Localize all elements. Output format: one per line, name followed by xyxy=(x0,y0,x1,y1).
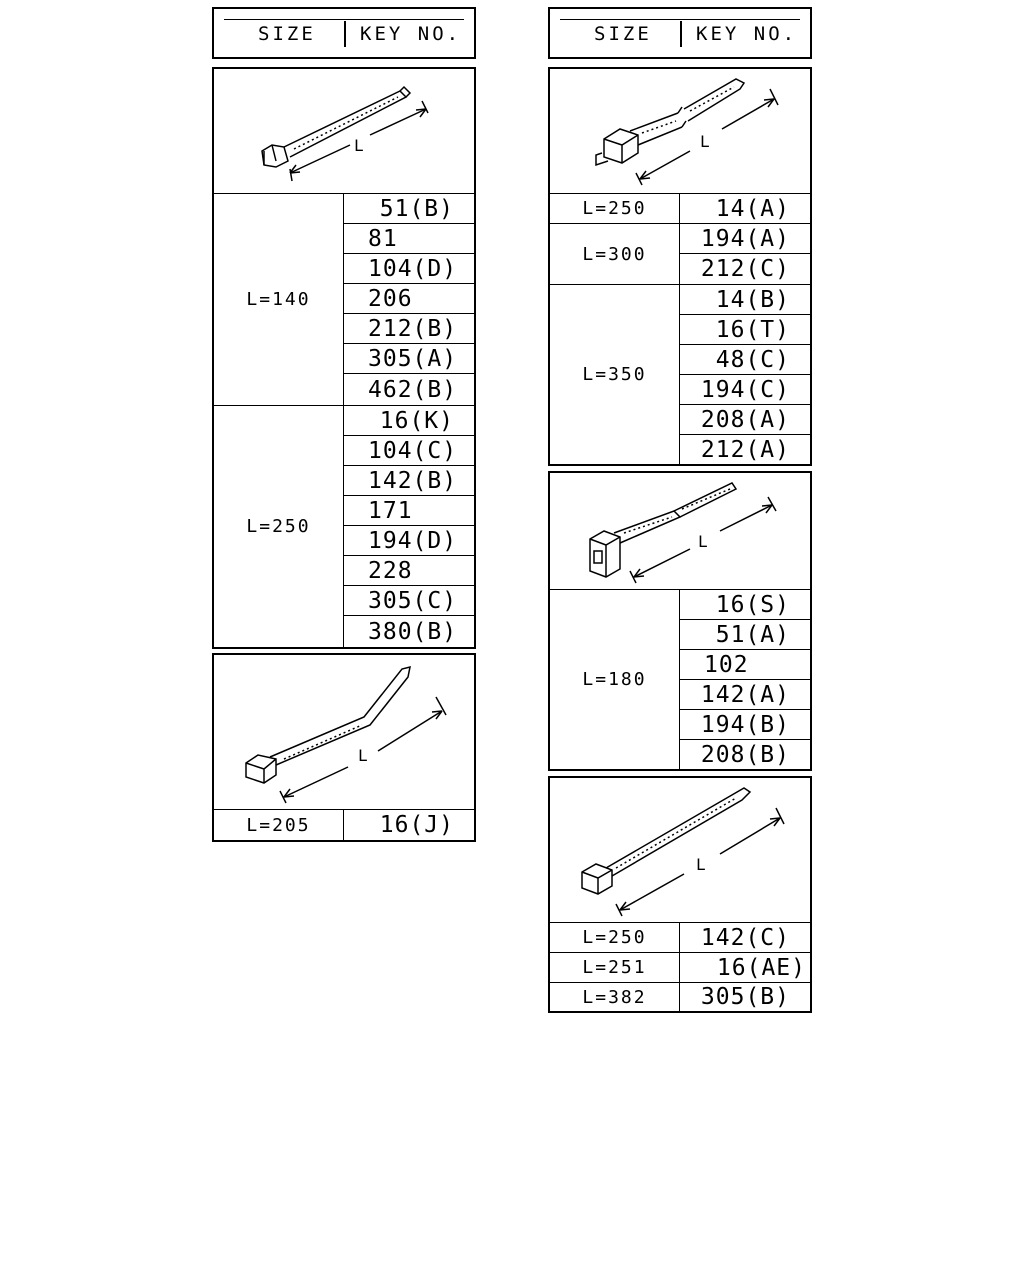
key-cell: 380(B) xyxy=(344,615,474,647)
key-cell: 16(T) xyxy=(680,314,810,344)
right-panel-3-rows: L=250 142(C) L=251 16(AE) L=382 305(B) xyxy=(550,922,810,1011)
key-cell: 194(A) xyxy=(680,223,810,253)
key-cell: 206 xyxy=(344,283,474,313)
key-cell: 208(B) xyxy=(680,739,810,769)
size-cell: L=205 xyxy=(214,809,344,840)
cable-tie-bent-icon: L xyxy=(214,655,474,809)
key-cell: 81 xyxy=(344,223,474,253)
size-cell: L=180 xyxy=(550,589,680,769)
cable-tie-straight-icon: L xyxy=(550,778,810,922)
key-cell: 51(A) xyxy=(680,619,810,649)
key-cell: 194(B) xyxy=(680,709,810,739)
key-cell: 228 xyxy=(344,555,474,585)
cable-tie-mount-head-icon: L xyxy=(550,69,810,193)
cable-tie-angled-head-icon: L xyxy=(214,69,474,193)
part-panel-clip-head-tie: L L=180 16(S) 51(A) 102 142(A) 194(B) 20… xyxy=(548,471,812,771)
dimension-label: L xyxy=(354,136,364,155)
key-cell: 212(B) xyxy=(344,313,474,343)
size-cell: L=251 xyxy=(550,952,680,982)
key-cell: 171 xyxy=(344,495,474,525)
table-header-left: SIZE KEY NO. xyxy=(212,7,476,59)
dimension-label: L xyxy=(698,532,708,551)
key-cell: 208(A) xyxy=(680,404,810,434)
key-cell: 305(B) xyxy=(680,982,810,1011)
key-cell: 305(A) xyxy=(344,343,474,373)
key-cell: 142(C) xyxy=(680,922,810,952)
size-column-header: SIZE xyxy=(594,23,652,45)
key-cell: 102 xyxy=(680,649,810,679)
dimension-label: L xyxy=(700,132,710,151)
size-column-header: SIZE xyxy=(258,23,316,45)
size-cell: L=250 xyxy=(214,405,344,647)
table-header-right: SIZE KEY NO. xyxy=(548,7,812,59)
key-no-column-header: KEY NO. xyxy=(696,23,798,45)
part-panel-straight-tie: L L=250 142(C) L=251 16(AE) L=382 305(B) xyxy=(548,776,812,1013)
key-cell: 51(B) xyxy=(344,193,474,223)
size-cell: L=382 xyxy=(550,982,680,1011)
key-cell: 16(S) xyxy=(680,589,810,619)
key-cell: 305(C) xyxy=(344,585,474,615)
key-cell: 462(B) xyxy=(344,373,474,405)
key-cell: 104(C) xyxy=(344,435,474,465)
right-panel-1-rows: L=250 14(A) L=300 194(A) 212(C) L=350 14… xyxy=(550,193,810,464)
key-cell: 194(D) xyxy=(344,525,474,555)
key-cell: 194(C) xyxy=(680,374,810,404)
key-cell: 212(A) xyxy=(680,434,810,464)
key-cell: 16(K) xyxy=(344,405,474,435)
size-cell: L=300 xyxy=(550,223,680,284)
size-cell: L=140 xyxy=(214,193,344,405)
left-panel-1-rows: L=140 51(B) 81 104(D) 206 212(B) 305(A) … xyxy=(214,193,474,647)
part-panel-angled-tie: L L=140 51(B) 81 104(D) 206 212(B) 305(A… xyxy=(212,67,476,649)
left-panel-2-rows: L=205 16(J) xyxy=(214,809,474,840)
dimension-label: L xyxy=(696,855,706,874)
right-panel-2-rows: L=180 16(S) 51(A) 102 142(A) 194(B) 208(… xyxy=(550,589,810,769)
key-cell: 16(AE) xyxy=(680,952,810,982)
key-cell: 104(D) xyxy=(344,253,474,283)
size-cell: L=250 xyxy=(550,193,680,223)
part-panel-mount-head-tie: L L=250 14(A) L=300 194(A) 212(C) L=350 … xyxy=(548,67,812,466)
key-no-column-header: KEY NO. xyxy=(360,23,462,45)
part-panel-bent-tie: L L=205 16(J) xyxy=(212,653,476,842)
key-cell: 16(J) xyxy=(344,809,474,840)
key-cell: 142(A) xyxy=(680,679,810,709)
key-cell: 48(C) xyxy=(680,344,810,374)
key-cell: 14(B) xyxy=(680,284,810,314)
cable-tie-clip-head-icon: L xyxy=(550,473,810,589)
key-cell: 212(C) xyxy=(680,253,810,284)
dimension-label: L xyxy=(358,746,368,765)
size-cell: L=250 xyxy=(550,922,680,952)
key-cell: 142(B) xyxy=(344,465,474,495)
key-cell: 14(A) xyxy=(680,193,810,223)
size-cell: L=350 xyxy=(550,284,680,464)
